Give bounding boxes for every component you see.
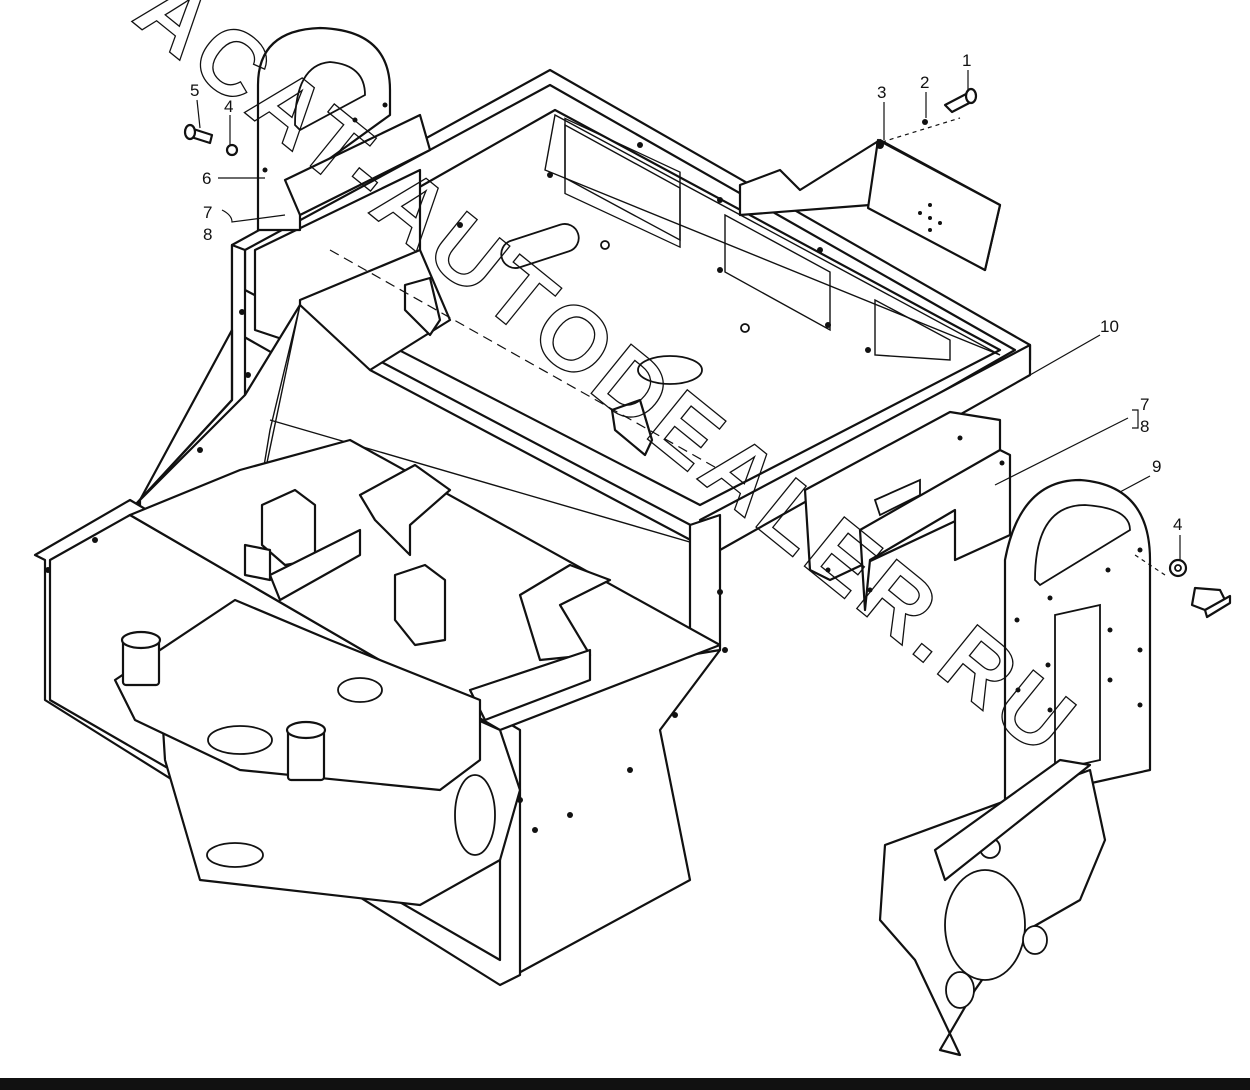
right-lifting-eye [878, 478, 1152, 1057]
callout-4-left: 4 [224, 97, 233, 116]
bolt-1 [943, 87, 978, 114]
callout-3: 3 [877, 83, 886, 102]
washer-2 [922, 119, 928, 125]
bolt-right [1190, 586, 1232, 619]
washer-4-left [225, 143, 239, 157]
bolt-5 [183, 123, 214, 145]
callout-1: 1 [962, 51, 971, 70]
callout-7-right: 7 [1140, 395, 1149, 414]
callout-9: 9 [1152, 457, 1161, 476]
callout-8-left: 8 [203, 225, 212, 244]
plate-stack-right [803, 410, 1012, 612]
callout-2: 2 [920, 73, 929, 92]
callout-7-left: 7 [203, 203, 212, 222]
cover-plate [738, 138, 1002, 272]
callouts: 1 2 3 4 5 6 7 8 7 8 9 10 4 [190, 51, 1182, 534]
callout-10: 10 [1100, 317, 1119, 336]
washer-4-right [1168, 558, 1188, 578]
stud-right [285, 720, 327, 782]
main-frame [33, 68, 1032, 987]
callout-8-right: 8 [1140, 417, 1149, 436]
callout-6: 6 [202, 169, 211, 188]
callout-5: 5 [190, 81, 199, 100]
left-lifting-eye [256, 26, 432, 232]
leader-lines [196, 70, 1181, 576]
callout-4-right: 4 [1173, 515, 1182, 534]
stud-left [120, 630, 162, 687]
bottom-border [0, 1078, 1250, 1090]
